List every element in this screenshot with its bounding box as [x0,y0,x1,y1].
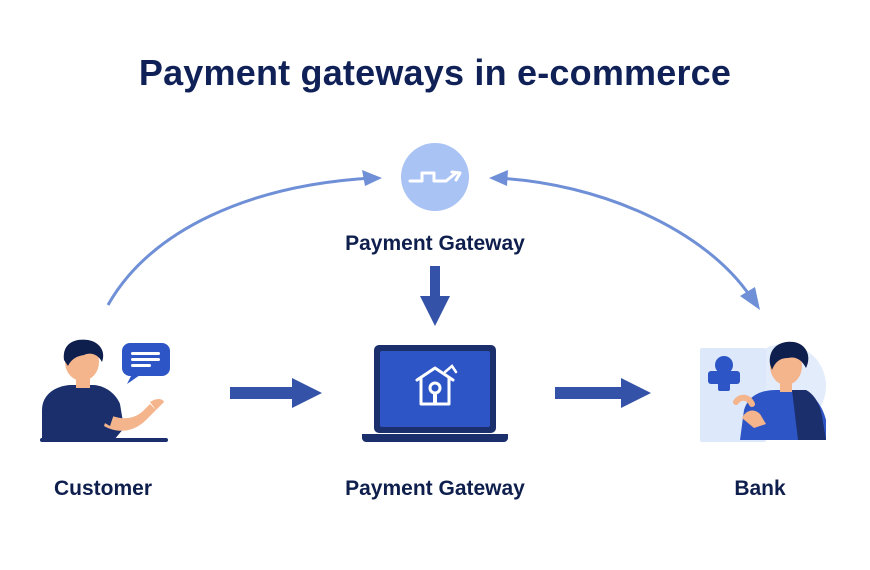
page-title: Payment gateways in e-commerce [138,52,732,93]
chat-bubble-icon [122,343,170,384]
exchange-arrows-icon [401,143,469,211]
curve-arrowhead-left [362,170,382,186]
curve-arrow-gateway-to-bank [495,176,752,297]
bank-person-icon [700,341,826,442]
label-payment-gateway-top: Payment Gateway [345,232,525,255]
label-payment-gateway-center: Payment Gateway [345,477,525,500]
down-arrow [420,266,450,326]
arrow-gateway-to-bank [555,378,651,408]
curve-arrowhead-back [489,170,508,186]
curve-arrow-customer-to-gateway [106,176,373,306]
curve-arrowhead-right [740,287,760,310]
label-customer: Customer [53,477,153,500]
laptop-store-icon [362,345,508,442]
label-bank: Bank [734,477,786,500]
customer-person-icon [40,339,170,442]
arrow-customer-to-gateway [230,378,322,408]
